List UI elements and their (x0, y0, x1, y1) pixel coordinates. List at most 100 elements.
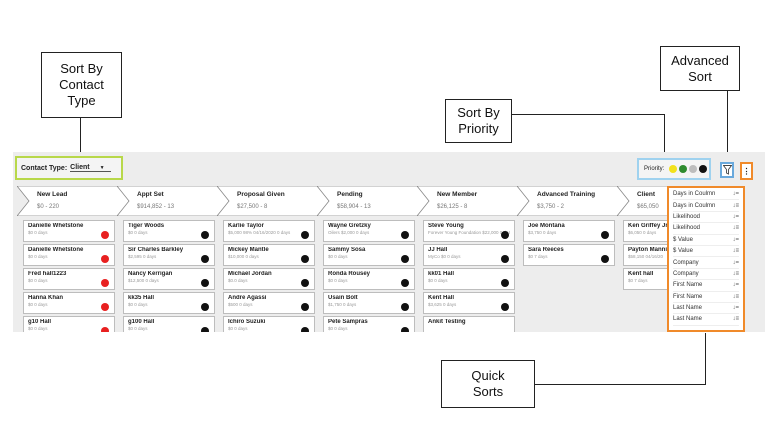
priority-indicator (501, 303, 509, 311)
contact-card[interactable]: Michael Jordan$0.0 days (223, 268, 315, 290)
callout-connector (535, 384, 705, 385)
stage-chevron-shape (417, 186, 532, 216)
contact-type-select[interactable]: Client ▼ (70, 164, 111, 172)
quick-sort-option[interactable]: $ Value↓= (673, 235, 739, 246)
contact-card[interactable]: kk01 Hall$0 0 days (423, 268, 515, 290)
priority-dot-black[interactable] (699, 165, 708, 173)
contact-name: Sammy Sosa (328, 247, 366, 253)
contact-card[interactable]: Andre Agassi$500 0 days (223, 292, 315, 314)
quick-sort-option[interactable]: Likelihood↓= (673, 212, 739, 224)
stage-header[interactable]: New Member$26,125 - 8 (417, 186, 533, 216)
stage-header[interactable]: Advanced Training$3,750 - 2 (517, 186, 633, 216)
priority-indicator (601, 255, 609, 263)
contact-details: $0 0 days (128, 230, 148, 235)
quick-sort-option[interactable]: First Name↓≡ (673, 292, 739, 303)
contact-card[interactable]: Danielle Whetstone$0 0 days (23, 220, 115, 242)
quick-sort-option[interactable]: Likelihood↓≡ (673, 223, 739, 235)
contact-name: Tiger Woods (128, 223, 165, 229)
contact-card[interactable]: Ronda Rousey$0 0 days (323, 268, 415, 290)
priority-indicator (501, 231, 509, 239)
stage-name: Appt Set (137, 191, 164, 198)
quick-sort-option[interactable]: Last Name↓= (673, 303, 739, 315)
quick-sort-option[interactable]: Company↓= (673, 257, 739, 269)
stage-header[interactable]: New Lead$0 - 220 (17, 186, 133, 216)
stage-header[interactable]: Pending$58,904 - 13 (317, 186, 433, 216)
contact-card[interactable]: Sir Charles Barkley$2,595 0 days (123, 244, 215, 266)
contact-name: Andre Agassi (228, 295, 267, 301)
sort-desc-icon: ↓= (732, 259, 739, 266)
contact-card[interactable]: Danielle Whetstone$0 0 days (23, 244, 115, 266)
priority-dot-green[interactable] (679, 165, 688, 173)
stage-header[interactable]: Proposal Given$27,500 - 8 (217, 186, 333, 216)
stage-value: $65,050 (637, 204, 659, 210)
priority-indicator (101, 303, 109, 311)
contact-details: $0 0 days (328, 254, 348, 259)
priority-indicator (301, 255, 309, 263)
contact-card[interactable]: Pete Sampras$0 0 days (323, 316, 415, 332)
contact-card[interactable]: kk35 Hall$0 0 days (123, 292, 215, 314)
contact-card[interactable]: Nancy Kerrigan$12,500 0 days (123, 268, 215, 290)
stage-header[interactable]: Appt Set$914,852 - 13 (117, 186, 233, 216)
contact-details: $0 7 days (628, 278, 648, 283)
contact-card[interactable]: Fred hall1223$0 0 days (23, 268, 115, 290)
contact-name: Nancy Kerrigan (128, 271, 173, 277)
quick-sort-option[interactable]: $ Value↓≡ (673, 246, 739, 258)
contact-details: $0 0 days (328, 326, 348, 331)
contact-type-filter[interactable]: Contact Type: Client ▼ (15, 156, 123, 180)
contact-details: $0 0 days (28, 230, 48, 235)
quick-sort-option[interactable]: Days in Coulmn↓= (673, 189, 739, 201)
contact-name: Danielle Whetstone (28, 223, 84, 229)
contact-card[interactable]: Ichiro Suzuki$0 0 days (223, 316, 315, 332)
contact-details: $500 0 days (228, 302, 253, 307)
priority-dot-yellow[interactable] (669, 165, 678, 173)
callout-connector (664, 114, 665, 158)
contact-card[interactable]: Karlie Taylor$5,000 98% 04/16/2020 0 day… (223, 220, 315, 242)
contact-card[interactable]: Usain Bolt$1,750 0 days (323, 292, 415, 314)
contact-card[interactable]: Joe Montana$3,750 0 days (523, 220, 615, 242)
priority-indicator (301, 327, 309, 332)
contact-details: $0 0 days (28, 326, 48, 331)
sort-asc-icon: ↓≡ (732, 270, 739, 277)
stage-chevron-shape (117, 186, 232, 216)
contact-card[interactable]: Sammy Sosa$0 0 days (323, 244, 415, 266)
contact-card[interactable]: g10 Hall$0 0 days (23, 316, 115, 332)
contact-name: Ken Griffey Jr (628, 223, 668, 229)
contact-card[interactable]: Hanna Khan$0 0 days (23, 292, 115, 314)
contact-details: MyCo $0 0 days (428, 254, 461, 259)
callout-sort-by-contact-type: Sort By Contact Type (41, 52, 122, 118)
contact-card[interactable]: Kent Hall$3,625 0 days (423, 292, 515, 314)
contact-name: Payton Manni (628, 247, 668, 253)
quick-sort-option[interactable]: Company↓≡ (673, 269, 739, 281)
sort-asc-icon: ↓≡ (732, 316, 739, 323)
contact-details: $3,625 0 days (428, 302, 457, 307)
quick-sort-option[interactable]: Last Name↓≡ (673, 314, 739, 326)
contact-card[interactable]: Tiger Woods$0 0 days (123, 220, 215, 242)
priority-indicator (501, 279, 509, 287)
advanced-sort-button[interactable] (720, 162, 734, 178)
contact-card[interactable]: Ankit Testing (423, 316, 515, 332)
stage-chevron-shape (517, 186, 632, 216)
contact-card[interactable]: Mickey Mantle$10,000 0 days (223, 244, 315, 266)
contact-name: g10 Hall (28, 319, 52, 325)
contact-card[interactable]: g100 Hall$0 0 days (123, 316, 215, 332)
quick-sort-option[interactable]: First Name↓= (673, 280, 739, 292)
priority-dot-gray[interactable] (689, 165, 698, 173)
sort-option-label: Days in Coulmn (673, 202, 716, 209)
quick-sort-option[interactable]: Days in Coulmn↓≡ (673, 200, 739, 212)
priority-indicator (401, 303, 409, 311)
more-options-button[interactable]: ⋮ (740, 162, 753, 180)
contact-card[interactable]: Sara Reeces$0 7 days (523, 244, 615, 266)
sort-desc-icon: ↓= (732, 305, 739, 312)
sort-asc-icon: ↓≡ (732, 248, 739, 255)
priority-indicator (501, 255, 509, 263)
contact-name: Joe Montana (528, 223, 565, 229)
priority-indicator (201, 255, 209, 263)
callout-quick-sorts: Quick Sorts (441, 360, 535, 408)
